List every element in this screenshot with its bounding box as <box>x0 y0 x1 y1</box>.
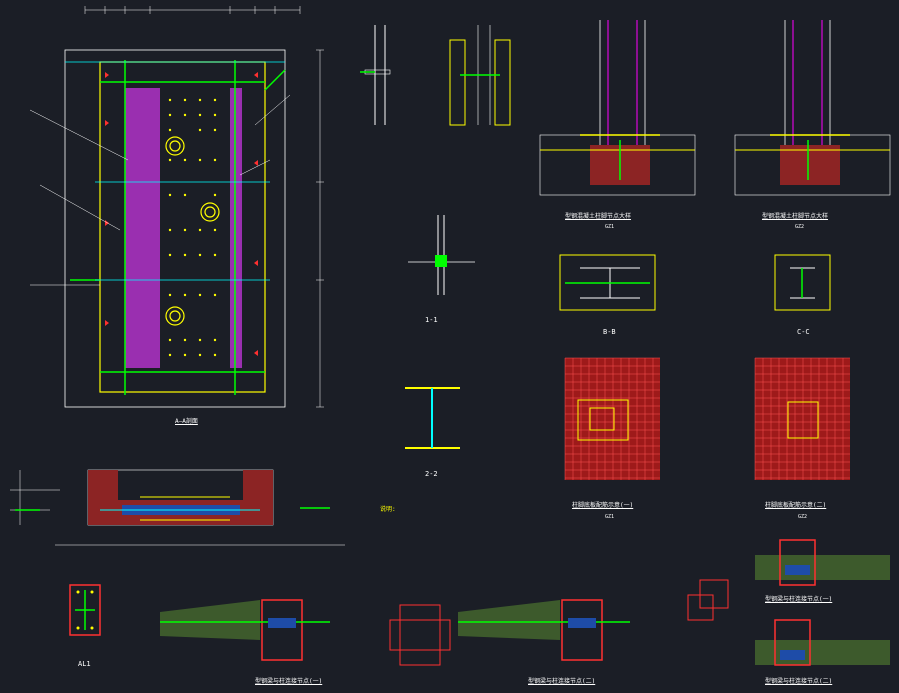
column-detail-title-1: 型钢混凝土柱脚节点大样 <box>565 213 632 220</box>
grid-tag-2: GZ2 <box>798 514 808 520</box>
section-b-b-label: B-B <box>603 328 616 336</box>
beam-details <box>160 539 890 666</box>
beam-title-2: 型钢梁与柱连接节点(二) <box>528 678 596 685</box>
section-1-1-label: 1-1 <box>425 316 438 324</box>
beam-title-3: 型钢梁与柱连接节点(一) <box>765 596 833 603</box>
cap-section <box>10 469 345 546</box>
rebar-grid-2 <box>754 357 850 480</box>
al1-detail <box>69 584 101 636</box>
grid-title-1: 柱脚底板配筋示意(一) <box>572 502 634 509</box>
section-2-2-label: 2-2 <box>425 470 438 478</box>
column-detail-title-2: 型钢混凝土柱脚节点大样 <box>762 213 829 220</box>
grid-title-2: 柱脚底板配筋示意(二) <box>765 502 827 509</box>
section-bb <box>559 254 656 311</box>
rebar-grid-1 <box>564 357 660 480</box>
column-foot-2 <box>734 20 891 196</box>
general-notes: 说明: <box>380 505 396 515</box>
column-foot-1 <box>539 20 696 196</box>
base-plate-plan <box>29 6 324 408</box>
column-detail-tag-2: GZ2 <box>795 224 805 230</box>
section-cc <box>774 254 831 311</box>
beam-title-1: 型钢梁与柱连接节点(一) <box>255 678 323 685</box>
section-c-c-label: C-C <box>797 328 810 336</box>
column-detail-tag-1: GZ1 <box>605 224 615 230</box>
al1-tag: AL1 <box>78 660 91 668</box>
grid-tag-1: GZ1 <box>605 514 615 520</box>
plan-title: A—A剖面 <box>175 418 198 425</box>
connection-details <box>360 25 511 449</box>
notes-heading: 说明: <box>380 506 396 513</box>
beam-title-4: 型钢梁与柱连接节点(二) <box>765 678 833 685</box>
